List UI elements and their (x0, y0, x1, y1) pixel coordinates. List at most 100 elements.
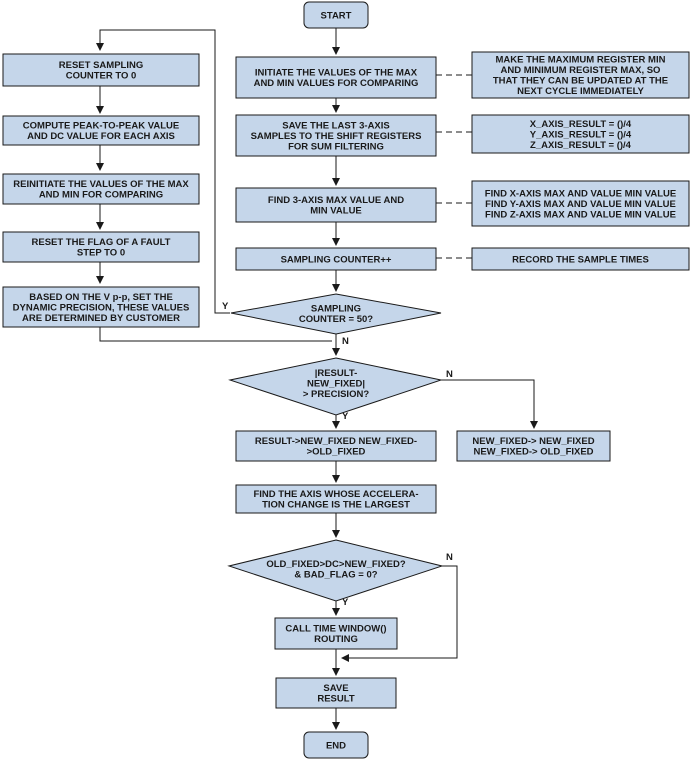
text-line: NEW_FIXED-> NEW_FIXED (472, 436, 594, 447)
text-line: SAVE (323, 683, 348, 694)
text-line: NEW_FIXED-> OLD_FIXED (473, 447, 593, 458)
text-line: END (326, 740, 346, 751)
text-line: START (321, 10, 352, 21)
text-line: ROUTING (314, 634, 358, 645)
note-record-times: RECORD THE SAMPLE TIMES (471, 247, 690, 271)
text-line: COUNTER TO 0 (66, 71, 137, 82)
label-old-fixed-no: N (446, 552, 453, 563)
text-line: DYNAMIC PRECISION, THESE VALUES (13, 302, 190, 313)
text-line: MIN VALUE (310, 206, 362, 217)
text-line: Y_AXIS_RESULT = ()/4 (530, 129, 632, 140)
text-line: INITIATE THE VALUES OF THE MAX (255, 68, 418, 79)
text-line: NEW_FIXED| (307, 378, 365, 389)
label-result-no: N (446, 369, 453, 380)
text-line: Z_AXIS_RESULT = ()/4 (530, 140, 632, 151)
node-find-axis: FIND THE AXIS WHOSE ACCELERA-TION CHANGE… (235, 484, 437, 514)
svg-text:START: START (321, 10, 352, 21)
svg-text:CALL TIME WINDOW()ROUTING: CALL TIME WINDOW()ROUTING (285, 624, 386, 646)
svg-text:RESULT->NEW_FIXED NEW_FIXED->O: RESULT->NEW_FIXED NEW_FIXED->OLD_FIXED (255, 436, 417, 458)
text-line: FIND THE AXIS WHOSE ACCELERA- (253, 489, 418, 500)
text-line: AND MINIMUM REGISTER MAX, SO (501, 65, 661, 76)
label-result-yes: Y (342, 411, 349, 422)
text-line: FIND Y-AXIS MAX AND VALUE MIN VALUE (485, 199, 676, 210)
text-line: MAKE THE MAXIMUM REGISTER MIN (496, 55, 666, 66)
text-line: AND MIN VALUES FOR COMPARING (254, 78, 419, 89)
node-sampling-counter-inc: SAMPLING COUNTER++ (235, 247, 437, 271)
svg-text:END: END (326, 740, 346, 751)
text-line: & BAD_FLAG = 0? (294, 570, 377, 581)
text-line: RESULT (317, 694, 354, 705)
svg-text:OLD_FIXED>DC>NEW_FIXED?& BAD_F: OLD_FIXED>DC>NEW_FIXED?& BAD_FLAG = 0? (266, 559, 406, 581)
text-line: FOR SUM FILTERING (288, 141, 384, 152)
svg-text:FIND X-AXIS MAX AND VALUE MIN: FIND X-AXIS MAX AND VALUE MIN VALUEFIND … (485, 188, 676, 220)
text-line: COMPUTE PEAK-TO-PEAK VALUE (23, 121, 179, 132)
node-call-time-window: CALL TIME WINDOW()ROUTING (274, 617, 398, 650)
edge-result-no (441, 379, 538, 429)
text-line: BASED ON THE V p-p, SET THE (29, 292, 173, 303)
text-line: FIND Z-AXIS MAX AND VALUE MIN VALUE (485, 209, 676, 220)
text-line: FIND 3-AXIS MAX VALUE AND (268, 195, 404, 206)
edge-oldfixed-no (341, 565, 458, 662)
svg-text:SAMPLING COUNTER++: SAMPLING COUNTER++ (281, 254, 392, 265)
svg-text:X_AXIS_RESULT = ()/4Y_AXIS_RES: X_AXIS_RESULT = ()/4Y_AXIS_RESULT = ()/4… (530, 119, 632, 151)
text-line: RESET THE FLAG OF A FAULT (32, 237, 171, 248)
text-line: |RESULT- (315, 368, 358, 379)
node-result-check: |RESULT-NEW_FIXED|> PRECISION? (228, 357, 443, 416)
text-line: RESET SAMPLING (59, 60, 143, 71)
text-line: COUNTER = 50? (299, 314, 373, 325)
text-line: SAMPLES TO THE SHIFT REGISTERS (251, 131, 422, 142)
svg-text:|RESULT-NEW_FIXED|> PRECISION?: |RESULT-NEW_FIXED|> PRECISION? (303, 368, 369, 400)
text-line: FIND X-AXIS MAX AND VALUE MIN VALUE (485, 188, 676, 199)
text-line: SAMPLING COUNTER++ (281, 254, 392, 265)
node-start: START (303, 1, 369, 29)
text-line: STEP TO 0 (77, 248, 125, 259)
text-line: SAVE THE LAST 3-AXIS (282, 120, 390, 131)
text-line: AND DC VALUE FOR EACH AXIS (27, 131, 175, 142)
text-line: TION CHANGE IS THE LARGEST (262, 500, 410, 511)
text-line: >OLD_FIXED (307, 447, 366, 458)
label-old-fixed-yes: Y (342, 597, 349, 608)
text-line: OLD_FIXED>DC>NEW_FIXED? (266, 559, 406, 570)
label-counter-yes: Y (222, 301, 229, 312)
text-line: RESULT->NEW_FIXED NEW_FIXED- (255, 436, 417, 447)
edge-based-to-merge (99, 327, 332, 342)
text-line: RECORD THE SAMPLE TIMES (512, 254, 649, 265)
node-result-assign: RESULT->NEW_FIXED NEW_FIXED->OLD_FIXED (235, 430, 437, 462)
text-line: CALL TIME WINDOW() (285, 624, 386, 635)
svg-text:FIND THE AXIS WHOSE ACCELERA-T: FIND THE AXIS WHOSE ACCELERA-TION CHANGE… (253, 489, 418, 511)
text-line: NEXT CYCLE IMMEDIATELY (517, 86, 644, 97)
node-old-fixed-check: OLD_FIXED>DC>NEW_FIXED?& BAD_FLAG = 0? (227, 539, 444, 602)
label-counter-no: N (342, 336, 349, 347)
text-line: X_AXIS_RESULT = ()/4 (530, 119, 632, 130)
text-line: THAT THEY CAN BE UPDATED AT THE (493, 76, 668, 87)
svg-text:RECORD THE SAMPLE TIMES: RECORD THE SAMPLE TIMES (512, 254, 649, 265)
text-line: AND MIN FOR COMPARING (39, 190, 163, 201)
text-line: REINITIATE THE VALUES OF THE MAX (13, 179, 189, 190)
edge-counter-yes-loop (96, 29, 230, 314)
text-line: > PRECISION? (303, 389, 369, 400)
